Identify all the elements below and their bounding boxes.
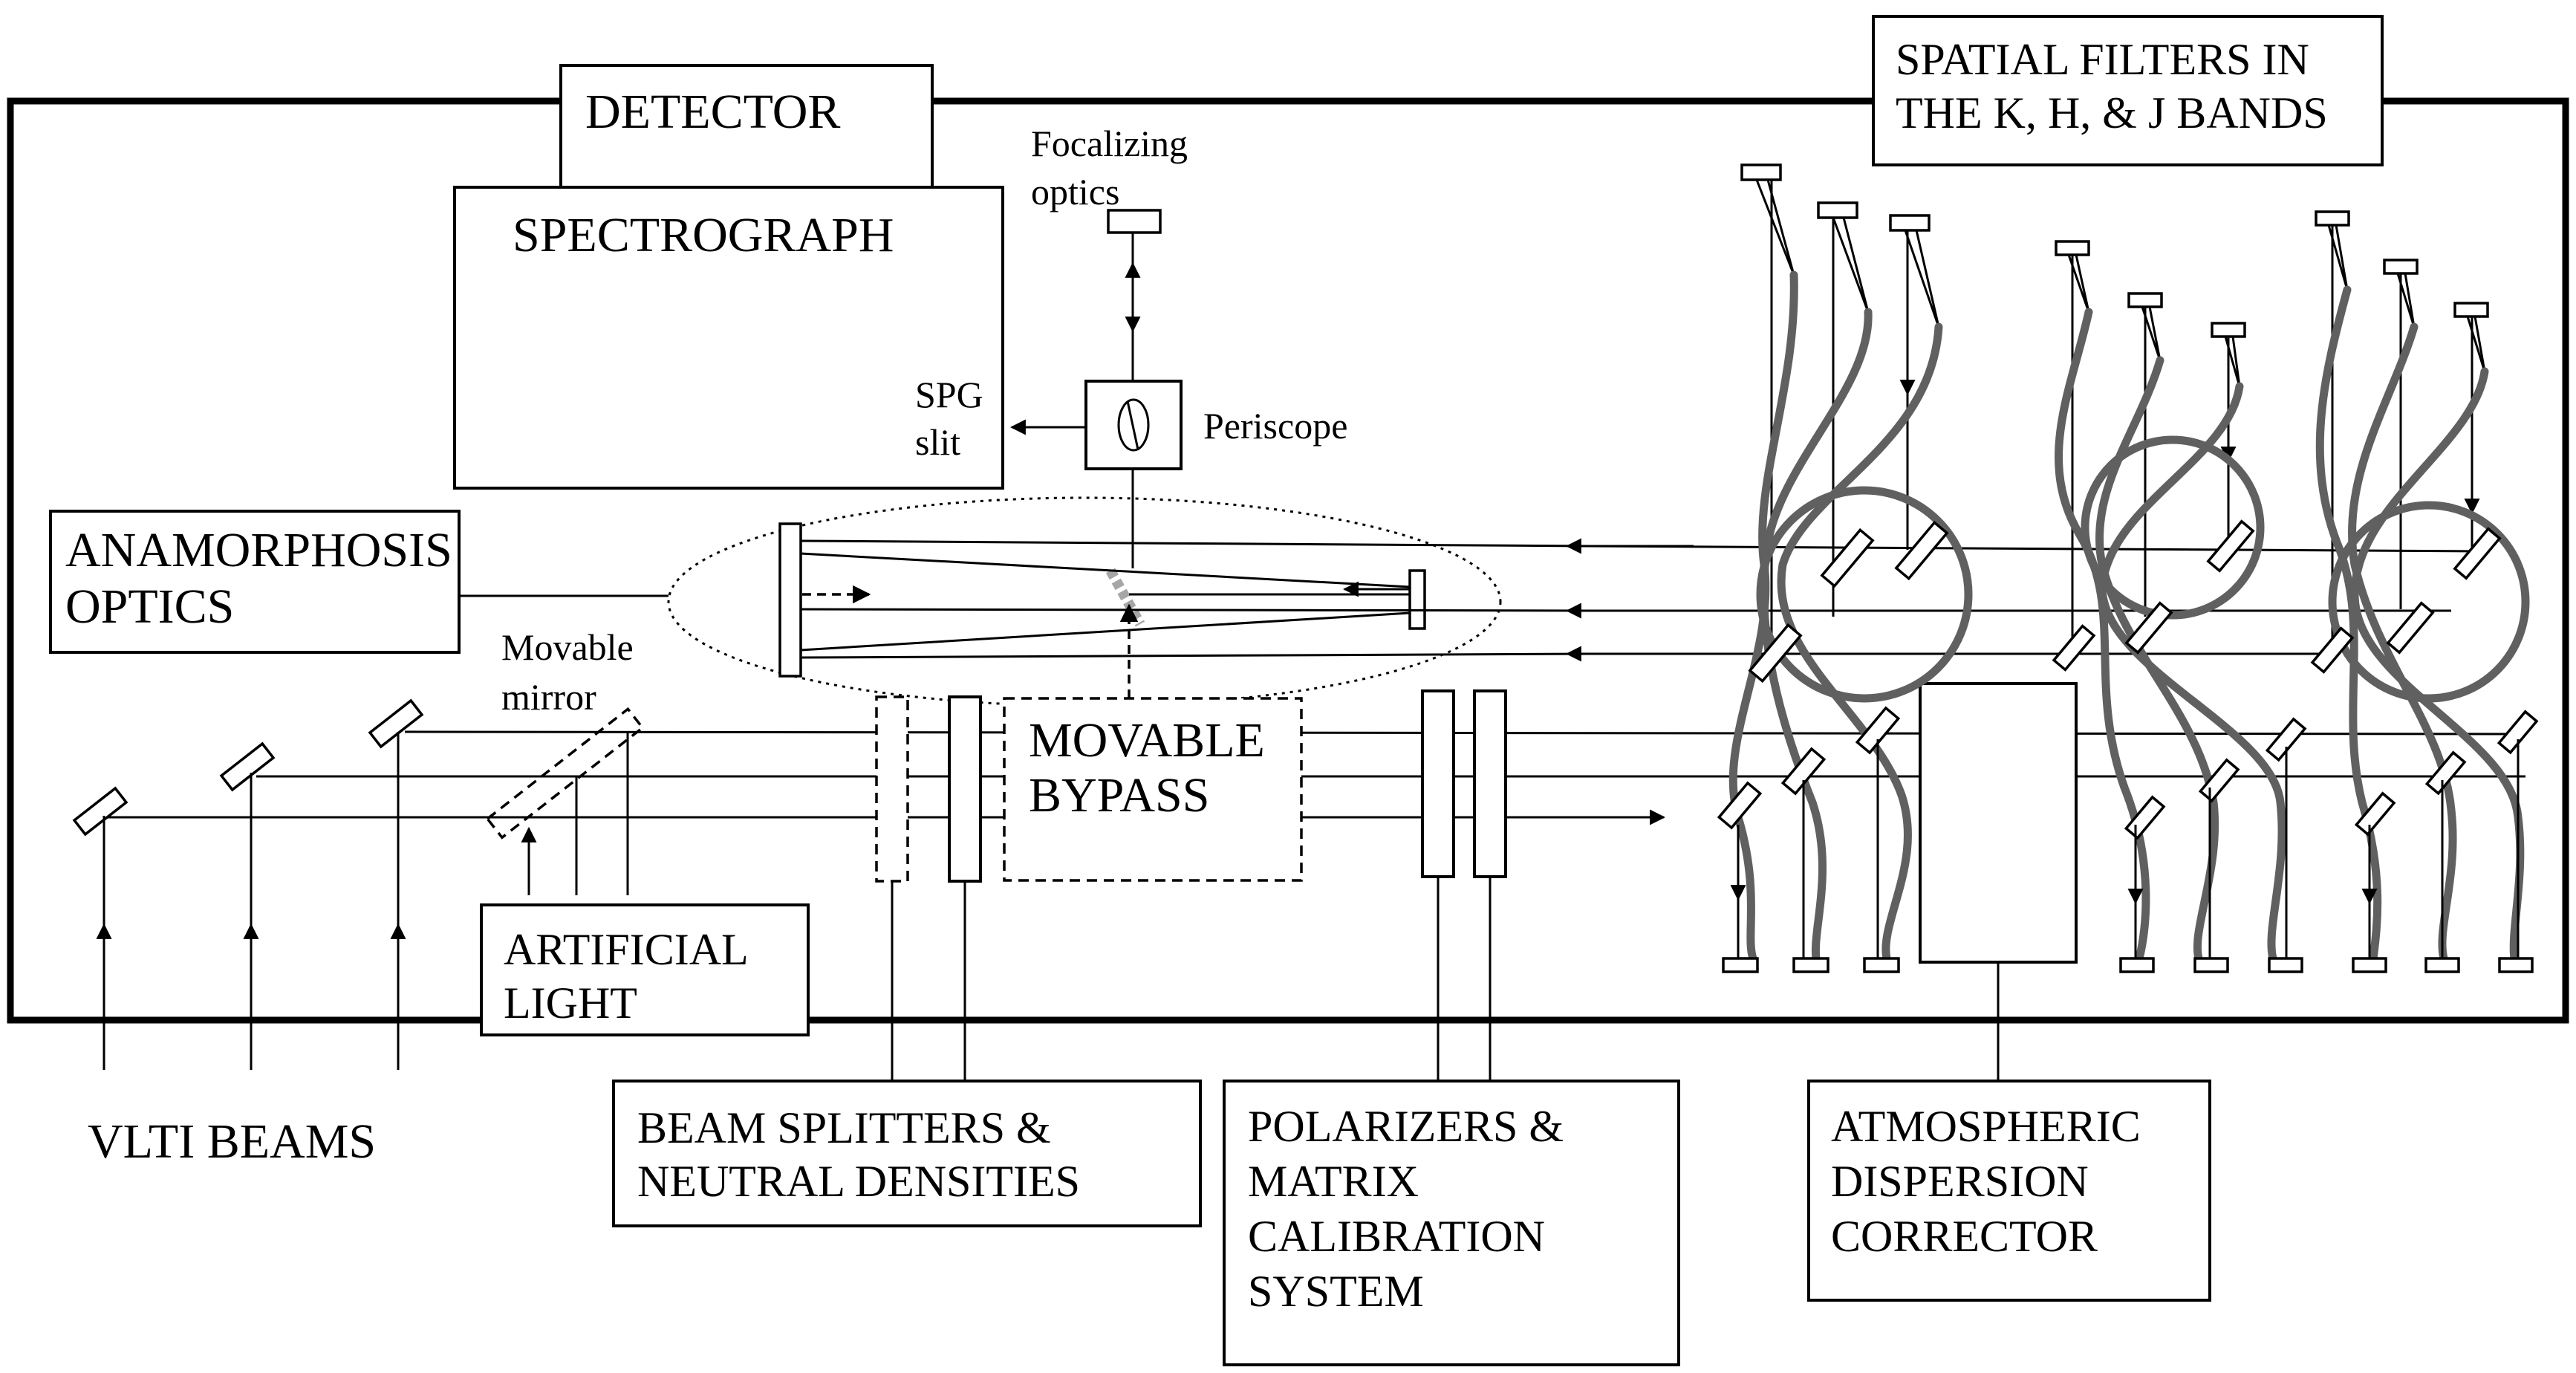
focalizing-optics — [1107, 209, 1162, 234]
atmospheric-label-3: CORRECTOR — [1831, 1212, 2098, 1261]
anamorphosis-mirror-left — [778, 522, 802, 678]
spatial-filters-label-1: SPATIAL FILTERS IN — [1896, 35, 2309, 84]
vlti-mirror-2 — [219, 741, 276, 792]
movable-bypass-label-2: BYPASS — [1029, 768, 1209, 822]
detector-label: DETECTOR — [585, 85, 840, 139]
spectrograph-box — [453, 186, 1004, 490]
polarizers-box — [1223, 1080, 1680, 1366]
spatial-filters-label-2: THE K, H, & J BANDS — [1896, 88, 2328, 137]
main-beam-top — [404, 730, 2526, 736]
fold-dashed-mirror — [1105, 568, 1145, 627]
polarizer-1 — [1421, 689, 1455, 878]
movable-mirror-label-1: Movable — [501, 626, 634, 668]
atmospheric-box — [1807, 1080, 2211, 1302]
instrument-frame — [7, 97, 2569, 1024]
anamorphosis-beam-3 — [800, 652, 1590, 659]
anamorphosis-beam-1 — [800, 539, 1590, 548]
atmospheric-label-2: DISPERSION — [1831, 1157, 2089, 1206]
spatial-filter-group-j — [2310, 210, 2539, 973]
anamorphosis-beam-2 — [800, 608, 1590, 612]
spectrograph-label: SPECTROGRAPH — [513, 208, 894, 262]
artificial-light-box — [480, 903, 810, 1036]
artificial-light-label-1: ARTIFICIAL — [504, 925, 749, 974]
anamorphosis-box — [49, 510, 461, 654]
movable-bypass-label-1: MOVABLE — [1029, 713, 1265, 767]
periscope-lens-axis — [1126, 400, 1139, 450]
anamorphosis-region — [667, 496, 1502, 707]
anamorphosis-label-1: ANAMORPHOSIS — [65, 523, 452, 577]
movable-mirror — [485, 707, 645, 840]
beam-splitters-box — [612, 1080, 1202, 1227]
vlti-beams-label: VLTI BEAMS — [88, 1114, 376, 1169]
anamorphosis-converge-2 — [800, 611, 1411, 652]
spatial-filter-group-h — [2052, 240, 2307, 973]
beam-splitters-label-1: BEAM SPLITTERS & — [637, 1103, 1051, 1152]
polarizers-label-2: MATRIX — [1248, 1157, 1419, 1206]
anamorphosis-converge-1 — [800, 552, 1411, 588]
periscope-lens-icon — [1117, 398, 1150, 452]
spatial-filter-group-k — [1717, 163, 1973, 973]
adc-element — [1919, 682, 2078, 964]
anamorphosis-mirror-right — [1408, 569, 1426, 630]
anamorphosis-label-2: OPTICS — [65, 580, 234, 634]
focalizing-label-2: optics — [1031, 171, 1119, 212]
beam-splitter-solid — [948, 695, 982, 883]
polarizers-label-3: CALIBRATION — [1248, 1212, 1545, 1261]
focalizing-label-1: Focalizing — [1031, 123, 1188, 164]
periscope-label: Periscope — [1203, 405, 1347, 447]
atmospheric-label-1: ATMOSPHERIC — [1831, 1102, 2141, 1151]
vlti-mirror-3 — [368, 698, 424, 749]
spg-label-1: SPG — [915, 374, 983, 415]
polarizer-2 — [1473, 689, 1507, 878]
spg-label-2: slit — [915, 421, 960, 463]
polarizers-label-1: POLARIZERS & — [1248, 1102, 1564, 1151]
polarizers-label-4: SYSTEM — [1248, 1267, 1424, 1316]
artificial-light-label-2: LIGHT — [504, 978, 637, 1028]
beam-splitters-label-2: NEUTRAL DENSITIES — [637, 1157, 1080, 1206]
vlti-mirror-1 — [72, 786, 129, 837]
beam-splitter-dashed — [875, 695, 909, 883]
movable-mirror-label-2: mirror — [501, 676, 596, 718]
movable-bypass-box — [1003, 697, 1303, 882]
spatial-filters-box — [1872, 15, 2384, 166]
